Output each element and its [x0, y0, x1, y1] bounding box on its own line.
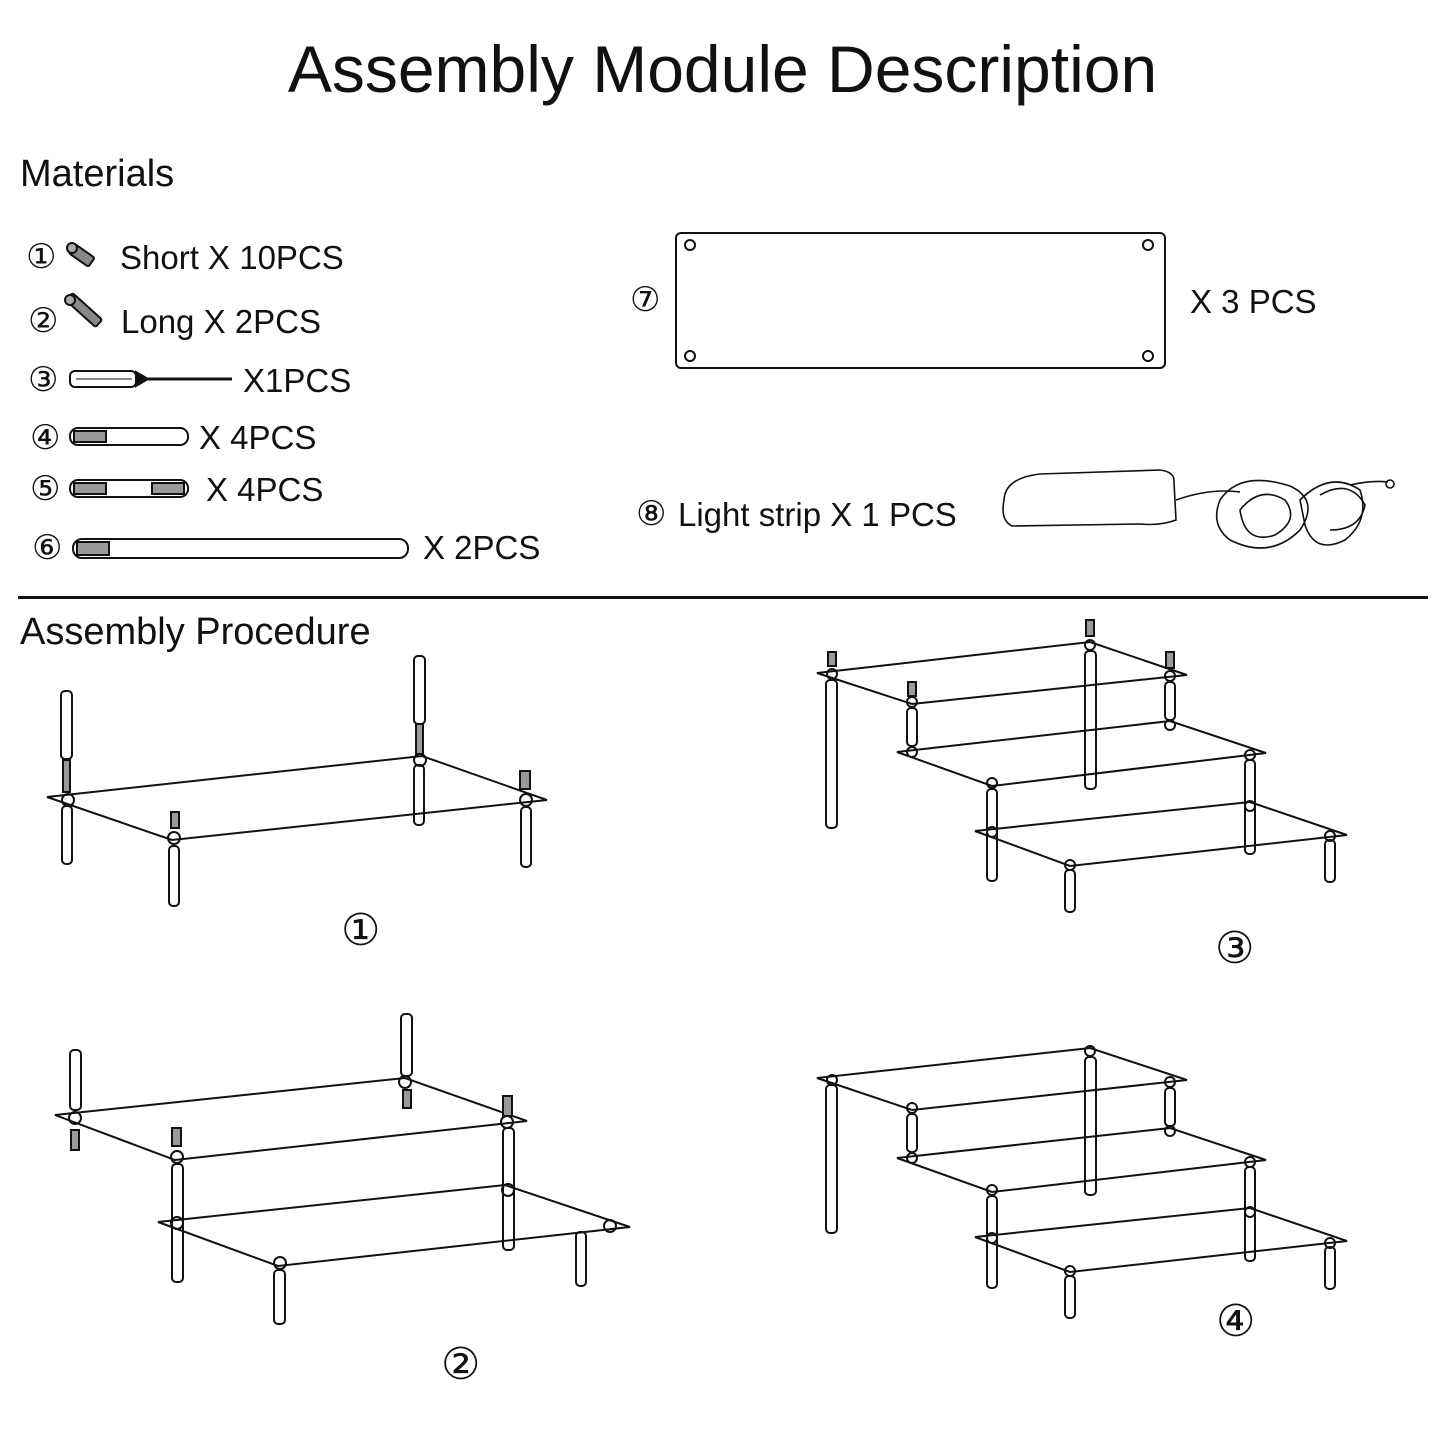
item-4-number: ④ [30, 418, 61, 458]
item-8-label: Light strip X 1 PCS [678, 496, 957, 533]
step-4-number: ④ [1216, 1296, 1256, 1347]
item-3-label: X1PCS [243, 362, 352, 399]
item-3-number: ③ [28, 360, 59, 400]
short-rod-icon [69, 427, 189, 446]
item-7-label: X 3 PCS [1190, 283, 1317, 320]
double-thread-rod-icon [69, 479, 189, 498]
step-2-diagram [54, 1013, 631, 1325]
item-1-number: ① [26, 237, 57, 277]
page-title: Assembly Module Description [287, 32, 1158, 106]
acrylic-panel-icon [675, 232, 1166, 369]
item-5-label: X 4PCS [206, 471, 324, 508]
item-7-number: ⑦ [630, 280, 661, 320]
section-divider [18, 596, 1428, 599]
procedure-heading: Assembly Procedure [20, 611, 371, 653]
materials-heading: Materials [20, 153, 175, 195]
item-6-number: ⑥ [32, 528, 63, 568]
step-2-number: ② [441, 1339, 481, 1390]
step-1-diagram [46, 655, 548, 907]
item-2-number: ② [28, 301, 59, 341]
item-4-label: X 4PCS [199, 419, 317, 456]
item-1-label: Short X 10PCS [120, 239, 344, 276]
step-4-diagram [816, 1045, 1348, 1319]
item-2-label: Long X 2PCS [121, 303, 321, 340]
short-screw-icon [66, 242, 95, 268]
long-screw-icon [64, 292, 103, 328]
screwdriver-icon [69, 370, 232, 388]
step-3-diagram [816, 619, 1348, 913]
item-5-number: ⑤ [30, 469, 61, 509]
light-strip-icon [1002, 469, 1395, 549]
item-8-number: ⑧ [636, 494, 667, 534]
long-rod-icon [72, 538, 409, 559]
step-3-number: ③ [1215, 923, 1255, 974]
item-6-label: X 2PCS [423, 529, 541, 566]
step-1-number: ① [341, 905, 381, 956]
